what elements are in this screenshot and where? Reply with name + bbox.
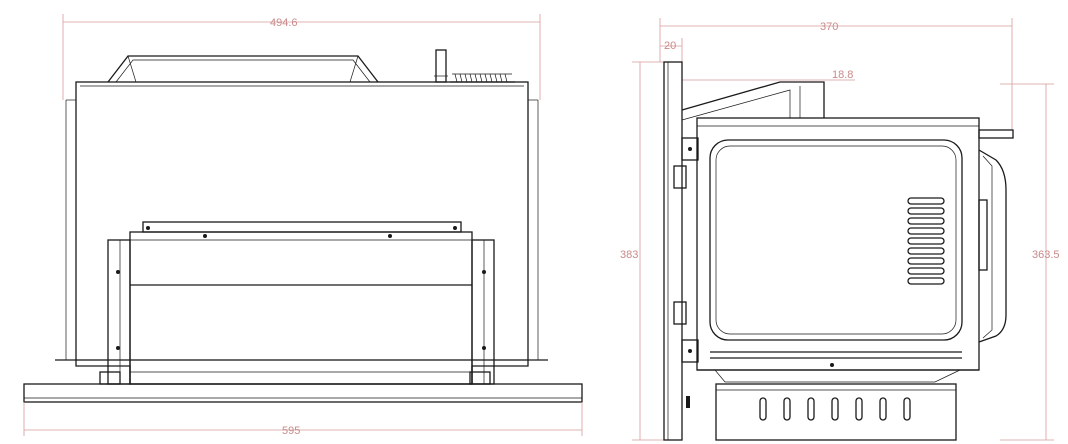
front-view: 494.6 xyxy=(23,14,583,437)
body-height-label: 363.5 xyxy=(1032,249,1060,261)
side-rear-housing xyxy=(978,149,1007,343)
side-top-hood xyxy=(681,81,825,121)
side-front-panel xyxy=(663,61,683,441)
front-panel xyxy=(23,383,583,403)
front-knob xyxy=(435,49,447,83)
front-top-hood xyxy=(107,55,379,83)
dimension-height: 383 xyxy=(620,61,668,441)
inner-width-label: 494.6 xyxy=(270,17,298,29)
side-view: 370 20 18.8 383 363.5 xyxy=(620,18,1060,441)
height-label: 383 xyxy=(620,249,638,261)
dimension-total-width: 595 xyxy=(23,402,583,437)
front-screws xyxy=(116,226,486,350)
frame-label: 20 xyxy=(664,40,676,52)
total-width-label: 595 xyxy=(282,425,300,437)
side-vent-slots xyxy=(907,197,945,285)
dimension-body-height: 363.5 xyxy=(1000,83,1060,441)
front-main-body xyxy=(75,81,529,361)
dimension-depth: 370 xyxy=(659,18,1013,130)
depth-label: 370 xyxy=(820,21,838,33)
front-top-vent xyxy=(450,73,515,83)
side-brackets xyxy=(673,137,699,408)
side-base-rails xyxy=(697,351,979,383)
dimension-frame: 20 xyxy=(660,38,683,62)
offset-label: 18.8 xyxy=(832,69,853,81)
side-bottom-tray xyxy=(715,383,957,441)
dimension-inner-width: 494.6 xyxy=(62,14,541,100)
side-cavity xyxy=(709,139,963,341)
dimension-offset: 18.8 xyxy=(682,69,855,81)
